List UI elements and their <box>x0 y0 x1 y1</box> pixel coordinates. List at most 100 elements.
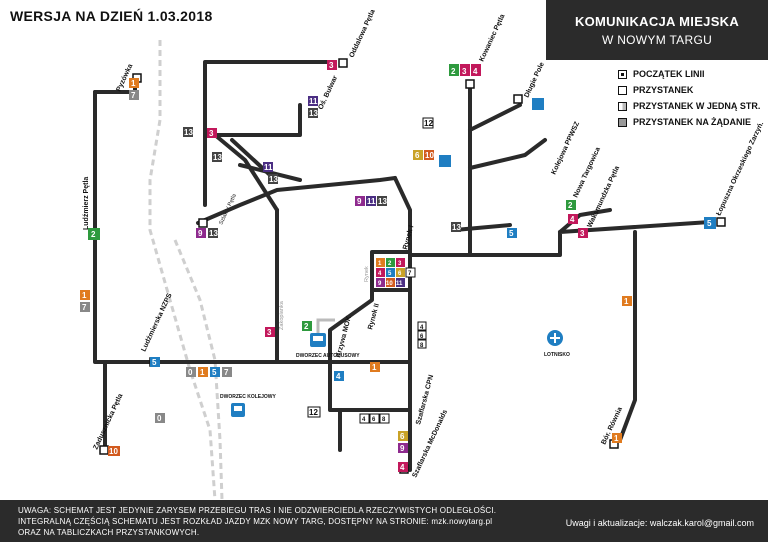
badge-rynek-hub: 1 2 3 4 5 6 9 10 11 7 <box>376 258 416 287</box>
svg-text:10: 10 <box>425 151 434 160</box>
version-date: WERSJA NA DZIEŃ 1.03.2018 <box>10 8 213 24</box>
svg-text:3: 3 <box>398 261 402 267</box>
legend-row-request: PRZYSTANEK NA ŻĄDANIE <box>618 114 764 130</box>
svg-text:1: 1 <box>82 291 87 300</box>
svg-text:4: 4 <box>420 325 424 331</box>
svg-text:13: 13 <box>213 153 222 162</box>
svg-text:8: 8 <box>382 417 386 423</box>
label-zakopianka: Zakopianka <box>279 300 285 330</box>
svg-text:1: 1 <box>614 434 619 443</box>
svg-text:6: 6 <box>415 151 420 160</box>
svg-text:11: 11 <box>367 197 376 206</box>
svg-text:6: 6 <box>372 417 376 423</box>
legend-label: POCZĄTEK LINII <box>633 69 705 79</box>
svg-text:13: 13 <box>452 223 461 232</box>
badge-nzps: 5 <box>150 357 160 367</box>
svg-text:9: 9 <box>357 197 362 206</box>
svg-text:3: 3 <box>329 61 334 70</box>
label-lotnisko: LOTNISKO <box>544 352 570 358</box>
label-dworzec-kolejowy: DWORZEC KOLEJOWY <box>220 394 276 400</box>
label-rynek-i: Rynek I <box>402 225 415 251</box>
svg-text:7: 7 <box>131 91 136 100</box>
label-kowaniec-petla: Kowaniec Pętla <box>478 13 506 63</box>
svg-text:5: 5 <box>212 368 217 377</box>
badge-spine: 0 1 5 7 0 <box>155 367 232 423</box>
svg-text:4: 4 <box>378 271 382 277</box>
bus-station-link <box>316 318 335 335</box>
svg-text:5: 5 <box>152 358 157 367</box>
svg-text:3: 3 <box>462 67 467 76</box>
label-pyzowka: Pyzówka <box>115 63 134 93</box>
svg-text:2: 2 <box>451 67 456 76</box>
label-dlugie-pole: Długie Pole <box>523 61 545 99</box>
svg-text:4: 4 <box>473 67 478 76</box>
svg-text:2: 2 <box>91 230 96 239</box>
start-of-line-icon <box>618 69 627 79</box>
badge-kowaniec: 2 3 4 <box>449 64 481 76</box>
svg-text:9: 9 <box>378 281 382 287</box>
legend-row-start: POCZĄTEK LINII <box>618 66 764 82</box>
svg-text:10: 10 <box>109 447 118 456</box>
svg-text:3: 3 <box>580 229 585 238</box>
legend-label: PRZYSTANEK <box>633 85 694 95</box>
svg-text:4: 4 <box>400 463 405 472</box>
railway-lines <box>148 40 224 500</box>
footer-note-line3: ORAZ NA TABLICZKACH PRZYSTANKOWYCH. <box>18 528 200 537</box>
svg-text:4: 4 <box>362 417 366 423</box>
bus-station-icon <box>310 333 326 347</box>
svg-text:7: 7 <box>224 368 229 377</box>
legend-label: PRZYSTANEK W JEDNĄ STR. <box>633 101 761 111</box>
label-os-bulwar: Oś. Bulwar <box>317 74 339 110</box>
label-waksmundzka-petla: Waksmundzka Pętla <box>586 165 621 229</box>
legend-label: PRZYSTANEK NA ŻĄDANIE <box>633 117 752 127</box>
svg-text:4: 4 <box>570 215 575 224</box>
svg-text:6: 6 <box>398 271 402 277</box>
svg-text:2: 2 <box>388 261 392 267</box>
footer-note: UWAGA: SCHEMAT JEST JEDYNIE ZARYSEM PRZE… <box>18 505 496 538</box>
svg-text:13: 13 <box>184 128 193 137</box>
svg-text:11: 11 <box>264 163 273 172</box>
footer-contact: Uwagi i aktualizacje: walczak.karol@gmai… <box>565 518 754 528</box>
badge-pyzowka: 1 7 <box>129 78 139 100</box>
svg-text:0: 0 <box>157 414 162 423</box>
line-badges: 1 7 2 1 7 10 5 0 1 5 7 0 3 <box>80 60 716 472</box>
svg-text:3: 3 <box>209 129 214 138</box>
svg-text:5: 5 <box>707 219 712 228</box>
label-nowa-targowica: Nowa Targowica <box>572 146 602 199</box>
svg-text:13: 13 <box>378 197 387 206</box>
svg-text:5: 5 <box>388 271 392 277</box>
legend-row-stop: PRZYSTANEK <box>618 82 764 98</box>
badge-szaflary-road: 6 10 12 9 11 13 13 <box>355 117 461 232</box>
label-oddalowa-petla: Oddalowa Pętla <box>348 9 376 59</box>
svg-text:4: 4 <box>336 372 341 381</box>
title-line1: KOMUNIKACJA MIEJSKA <box>574 14 740 29</box>
svg-text:1: 1 <box>378 261 382 267</box>
badge-east: 2 4 3 5 5 1 1 <box>507 200 716 443</box>
svg-text:12: 12 <box>424 119 433 128</box>
footer: UWAGA: SCHEMAT JEST JEDYNIE ZARYSEM PRZE… <box>0 500 768 542</box>
badge-oddalowa: 3 <box>327 60 337 70</box>
svg-text:13: 13 <box>269 175 278 184</box>
label-ludzmierz-petla: Ludźmierz Pętla <box>83 177 90 230</box>
svg-text:7: 7 <box>408 271 412 277</box>
title-box: KOMUNIKACJA MIEJSKA W NOWYM TARGU <box>546 0 768 60</box>
svg-text:11: 11 <box>396 281 403 287</box>
svg-text:10: 10 <box>386 281 393 287</box>
footer-note-line1: UWAGA: SCHEMAT JEST JEDYNIE ZARYSEM PRZE… <box>18 506 497 515</box>
svg-text:1: 1 <box>372 363 377 372</box>
train-station-icon <box>231 403 245 417</box>
legend: POCZĄTEK LINII PRZYSTANEK PRZYSTANEK W J… <box>618 66 764 130</box>
svg-text:9: 9 <box>400 444 405 453</box>
svg-text:3: 3 <box>267 328 272 337</box>
svg-text:2: 2 <box>304 322 309 331</box>
svg-text:11: 11 <box>309 97 318 106</box>
swimming-icon <box>439 98 544 167</box>
one-way-stop-icon <box>618 101 627 111</box>
stop-icon <box>618 85 627 95</box>
svg-text:1: 1 <box>131 79 136 88</box>
badge-ludzmierz: 2 1 7 10 <box>80 228 120 456</box>
badge-south: 2 4 1 12 4 6 8 4 6 8 6 9 4 <box>302 321 427 472</box>
svg-text:9: 9 <box>198 229 203 238</box>
svg-text:5: 5 <box>509 229 514 238</box>
